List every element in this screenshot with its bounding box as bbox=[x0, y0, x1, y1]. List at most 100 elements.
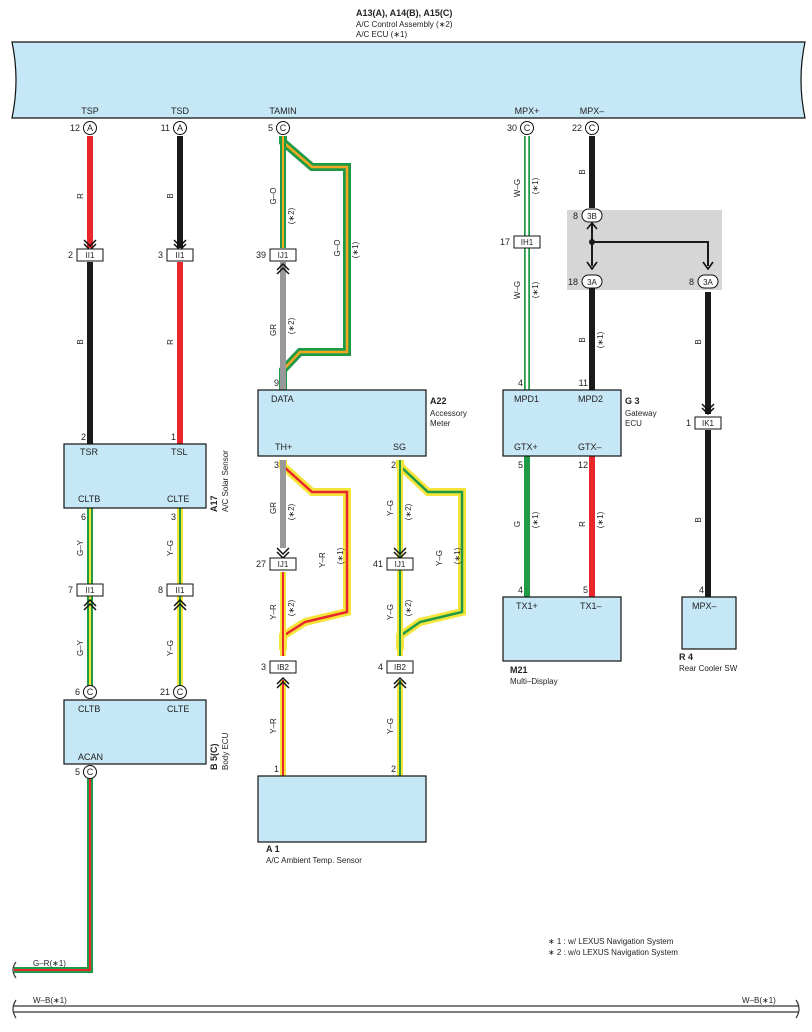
solar-name: A/C Solar Sensor bbox=[221, 450, 230, 512]
junction-ij1-tamin: IJ1 bbox=[269, 248, 297, 275]
pin-5-gtxp: 5 bbox=[518, 460, 523, 470]
svg-text:II1: II1 bbox=[86, 251, 95, 260]
svg-text:IB2: IB2 bbox=[394, 663, 407, 672]
pin-8-3b: 8 bbox=[573, 211, 578, 221]
ecu-pin-tsd: TSD bbox=[171, 106, 190, 116]
gateway-gtxm: GTX– bbox=[578, 442, 602, 452]
wlab-gr-1: GR bbox=[269, 324, 278, 336]
junction-ii1-cltb: II1 bbox=[76, 583, 104, 611]
svg-text:II1: II1 bbox=[176, 251, 185, 260]
svg-text:3A: 3A bbox=[703, 278, 713, 287]
wire-acan bbox=[14, 778, 93, 973]
solar-tsr: TSR bbox=[80, 447, 99, 457]
wire-mpxm bbox=[589, 136, 711, 597]
meter-th: TH+ bbox=[275, 442, 292, 452]
wlab-gr-acan: G–R(∗1) bbox=[33, 959, 66, 968]
pin-12: 12 bbox=[70, 123, 80, 133]
pin-4-tx1p: 4 bbox=[518, 585, 523, 595]
display-tx1m: TX1– bbox=[580, 601, 602, 611]
wire-acan-break bbox=[12, 961, 17, 979]
multi-display-box bbox=[502, 596, 622, 662]
svg-text:II1: II1 bbox=[86, 586, 95, 595]
gateway-name-2: ECU bbox=[625, 419, 642, 428]
wlab-yr-3: Y–R bbox=[269, 718, 278, 734]
pin-5-tamin: 5 bbox=[268, 123, 273, 133]
ambient-id: A 1 bbox=[266, 844, 280, 854]
wlab-b-2: B bbox=[166, 193, 175, 198]
pin-2-tsr: 2 bbox=[81, 432, 86, 442]
display-name: Multi–Display bbox=[510, 677, 558, 686]
pin-1-ambient: 1 bbox=[274, 764, 279, 774]
svg-text:IJ1: IJ1 bbox=[278, 251, 289, 260]
svg-text:IB2: IB2 bbox=[277, 663, 290, 672]
display-tx1p: TX1+ bbox=[516, 601, 538, 611]
pin-12-gtxm: 12 bbox=[578, 460, 588, 470]
solar-clte: CLTE bbox=[167, 494, 189, 504]
pin-11: 11 bbox=[161, 123, 170, 133]
svg-text:A: A bbox=[177, 123, 183, 133]
pin-4-cooler: 4 bbox=[699, 585, 704, 595]
legend-2: ∗ 2 : w/o LEXUS Navigation System bbox=[548, 948, 678, 957]
pin-27: 27 bbox=[256, 559, 266, 569]
display-id: M21 bbox=[510, 665, 528, 675]
pin-6-cltb: 6 bbox=[81, 512, 86, 522]
wlab-b-6: B bbox=[694, 517, 703, 522]
wlab-wb-left: W–B(∗1) bbox=[33, 996, 67, 1005]
pin-3-clte: 3 bbox=[171, 512, 176, 522]
svg-text:IK1: IK1 bbox=[702, 419, 715, 428]
wlab-yg-2: Y–G bbox=[166, 640, 175, 656]
svg-text:C: C bbox=[524, 123, 531, 133]
junction-ii1-tsp: II1 bbox=[76, 239, 104, 262]
pin-3-th: 3 bbox=[274, 460, 279, 470]
pin-5-acan: 5 bbox=[75, 767, 80, 777]
wlab-r-1: R bbox=[76, 193, 85, 199]
meter-name-2: Meter bbox=[430, 419, 451, 428]
badge-3a-left: 3A bbox=[581, 274, 603, 289]
ecu-pin-tsp: TSP bbox=[81, 106, 99, 116]
badge-c-mpxm: C bbox=[585, 121, 599, 135]
ambient-name: A/C Ambient Temp. Sensor bbox=[266, 856, 362, 865]
arrow-3b bbox=[586, 221, 598, 230]
cooler-mpx: MPX– bbox=[692, 601, 717, 611]
junction-ii1-tsd: II1 bbox=[166, 239, 194, 262]
body-ecu-box bbox=[63, 699, 207, 765]
wlab-gy-2: G–Y bbox=[76, 639, 85, 656]
note-1-wg-2: (∗1) bbox=[531, 281, 540, 298]
gateway-gtxp: GTX+ bbox=[514, 442, 538, 452]
body-acan: ACAN bbox=[78, 752, 103, 762]
note-1-wg-1: (∗1) bbox=[531, 177, 540, 194]
note-1-g: (∗1) bbox=[531, 511, 540, 528]
note-2-go: (∗2) bbox=[287, 207, 296, 224]
svg-text:II1: II1 bbox=[176, 586, 185, 595]
svg-text:IJ1: IJ1 bbox=[395, 560, 406, 569]
solar-tsl: TSL bbox=[171, 447, 188, 457]
wlab-yg-6: Y–G bbox=[386, 718, 395, 734]
ecu-pin-mpxm: MPX– bbox=[580, 106, 605, 116]
junction-ik1: IK1 bbox=[694, 403, 722, 430]
svg-text:A: A bbox=[87, 123, 93, 133]
badge-c-tamin: C bbox=[276, 121, 290, 135]
note-2-yg-2: (∗2) bbox=[404, 599, 413, 616]
badge-a-tsp: A bbox=[83, 121, 97, 135]
svg-text:3A: 3A bbox=[587, 278, 597, 287]
rear-cooler-box bbox=[681, 596, 737, 650]
pin-2-ambient: 2 bbox=[391, 764, 396, 774]
note-1-b-4: (∗1) bbox=[596, 331, 605, 348]
wlab-wg-2: W–G bbox=[513, 281, 522, 299]
wlab-g-1: G bbox=[513, 521, 522, 527]
gateway-ecu-box bbox=[502, 389, 622, 457]
pin-39: 39 bbox=[256, 250, 266, 260]
pin-1-tsl: 1 bbox=[171, 432, 176, 442]
gateway-id: G 3 bbox=[625, 396, 640, 406]
wlab-r-2: R bbox=[166, 339, 175, 345]
badge-c-body-clte: C bbox=[173, 685, 187, 699]
solar-sensor-box bbox=[63, 443, 207, 509]
pin-30: 30 bbox=[507, 123, 517, 133]
body-name: Body ECU bbox=[221, 732, 230, 770]
legend-1: ∗ 1 : w/ LEXUS Navigation System bbox=[548, 937, 674, 946]
pin-4-mpd1: 4 bbox=[518, 378, 523, 388]
wlab-b-4: B bbox=[578, 337, 587, 342]
solar-cltb: CLTB bbox=[78, 494, 100, 504]
ac-ecu-box bbox=[11, 41, 806, 119]
wlab-gy-1: G–Y bbox=[76, 539, 85, 556]
